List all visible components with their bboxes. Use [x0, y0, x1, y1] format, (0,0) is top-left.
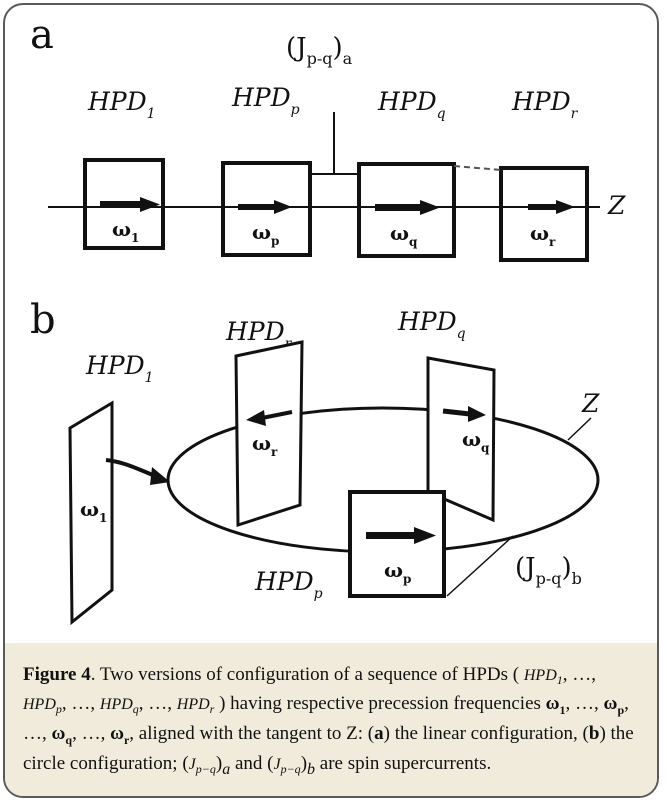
caption-j-a: Jp−q	[188, 755, 216, 776]
panel-b-omega-q: ωq	[462, 427, 490, 455]
caption-text-1: . Two versions of configuration of a seq…	[90, 664, 520, 685]
panel-a-arrow-r	[528, 200, 575, 214]
panel-b-hpd-box-1	[68, 400, 114, 626]
caption-sep: , …,	[72, 722, 111, 744]
caption-hpd-p: HPDp	[23, 696, 62, 717]
panel-b-axis-pointer	[567, 417, 592, 441]
panel-a-arrow-p	[238, 200, 292, 214]
caption-omega-q: ωq	[51, 722, 73, 747]
panel-a-omega-p: ωp	[252, 220, 279, 248]
panel-a-hpd-label-r: HPDr	[511, 87, 579, 122]
svg-text:ωp: ωp	[384, 558, 411, 586]
panel-a-dashed-connector	[453, 165, 502, 171]
caption-sep: , …,	[562, 664, 596, 685]
caption-j-b: Jp−q	[273, 755, 301, 776]
caption-sep: , …,	[138, 693, 177, 715]
caption-hpd-1: HPD1	[523, 667, 563, 688]
caption-ref-b: b	[588, 722, 600, 744]
panel-b-hpd-box-r	[234, 340, 304, 528]
svg-text:ωq: ωq	[390, 221, 418, 249]
panel-a-omega-r: ωr	[530, 221, 556, 249]
panel-a-hpd-label-p: HPDp	[231, 83, 300, 118]
panel-b-hpd-label-q: HPDq	[397, 307, 466, 342]
panel-b-hpd-label-p: HPDp	[254, 567, 323, 602]
svg-text:ωr: ωr	[252, 431, 278, 459]
svg-text:(Jp-q)a: (Jp-q)a	[286, 33, 353, 68]
figure-label: Figure 4	[23, 664, 91, 685]
panel-b-hpd-label-1: HPD1	[85, 351, 154, 386]
caption-sep: , …,	[61, 693, 100, 715]
panel-b-hpd-box-p	[348, 490, 446, 598]
svg-text:(Jp-q)b: (Jp-q)b	[515, 553, 582, 588]
panel-b-current-connector	[446, 535, 514, 597]
caption-text-3: , aligned with the tangent to Z: (	[129, 722, 375, 744]
panel-b-hpd-box-q	[426, 356, 496, 523]
panel-b-label: b	[30, 297, 56, 343]
panel-b-current-label: (Jp-q)b	[515, 553, 582, 588]
svg-text:ω1: ω1	[80, 497, 107, 525]
svg-text:HPD1: HPD1	[87, 87, 156, 122]
panel-a-omega-q: ωq	[390, 221, 418, 249]
svg-text:HPD1: HPD1	[85, 351, 154, 386]
caption-sep: , …,	[23, 693, 629, 744]
panel-b-arrow-q	[442, 406, 486, 422]
caption-ref-a: a	[374, 722, 384, 744]
caption-text-4: ) the linear configuration, (	[383, 722, 589, 744]
panel-a-current-connector	[310, 112, 359, 175]
panel-a-arrow-q	[375, 200, 440, 215]
caption-panel	[5, 643, 657, 796]
caption-hpd-r: HPDr	[176, 696, 215, 717]
svg-text:ωp: ωp	[252, 220, 279, 248]
panel-b-omega-1: ω1	[80, 497, 107, 525]
caption-text-2: ) having respective precession frequenci…	[219, 693, 546, 715]
caption-omega-r: ωr	[110, 722, 130, 747]
panel-b-axis-label: Z	[581, 389, 600, 418]
caption-omega-1: ω1	[545, 693, 566, 717]
svg-text:ω1: ω1	[112, 217, 139, 245]
svg-text:ωr: ωr	[530, 221, 556, 249]
panel-a-hpd-box-q	[357, 162, 456, 258]
panel-a-hpd-box-1	[83, 158, 165, 250]
svg-text:HPDq: HPDq	[377, 87, 446, 122]
figure-caption: Figure 4. Two versions of configuration …	[23, 664, 634, 778]
panel-a-hpd-label-1: HPD1	[87, 87, 156, 122]
caption-text-and: and	[230, 752, 268, 774]
svg-text:HPDr: HPDr	[511, 87, 579, 122]
panel-a-omega-1: ω1	[112, 217, 139, 245]
panel-a-axis-label: Z	[607, 191, 626, 220]
caption-omega-p: ωp	[603, 693, 625, 717]
caption-sep: , …,	[565, 693, 604, 715]
caption-text-5: ) the circle configuration;	[23, 722, 634, 774]
panel-b-arrow-r	[246, 410, 293, 426]
panel-a-arrow-1	[100, 197, 160, 212]
svg-text:HPDp: HPDp	[254, 567, 323, 602]
panel-b-arrow-p	[366, 527, 436, 544]
caption-text-6: are spin supercurrents.	[315, 752, 492, 774]
caption-j-a-tag: a	[222, 760, 231, 778]
caption-hpd-q: HPDq	[99, 696, 139, 717]
panel-a-current-label: (Jp-q)a	[286, 33, 353, 68]
panel-a-hpd-box-r	[499, 166, 589, 262]
svg-text:HPDp: HPDp	[231, 83, 300, 118]
panel-a-label: a	[30, 12, 54, 58]
panel-b-omega-p: ωp	[384, 558, 411, 586]
panel-a-hpd-label-q: HPDq	[377, 87, 446, 122]
panel-a-hpd-box-p	[221, 161, 312, 257]
panel-b-omega-r: ωr	[252, 431, 278, 459]
caption-j-b-tag: b	[307, 760, 316, 778]
svg-text:HPDq: HPDq	[397, 307, 466, 342]
svg-text:ωq: ωq	[462, 427, 490, 455]
panel-b-arrow-1	[105, 458, 170, 485]
